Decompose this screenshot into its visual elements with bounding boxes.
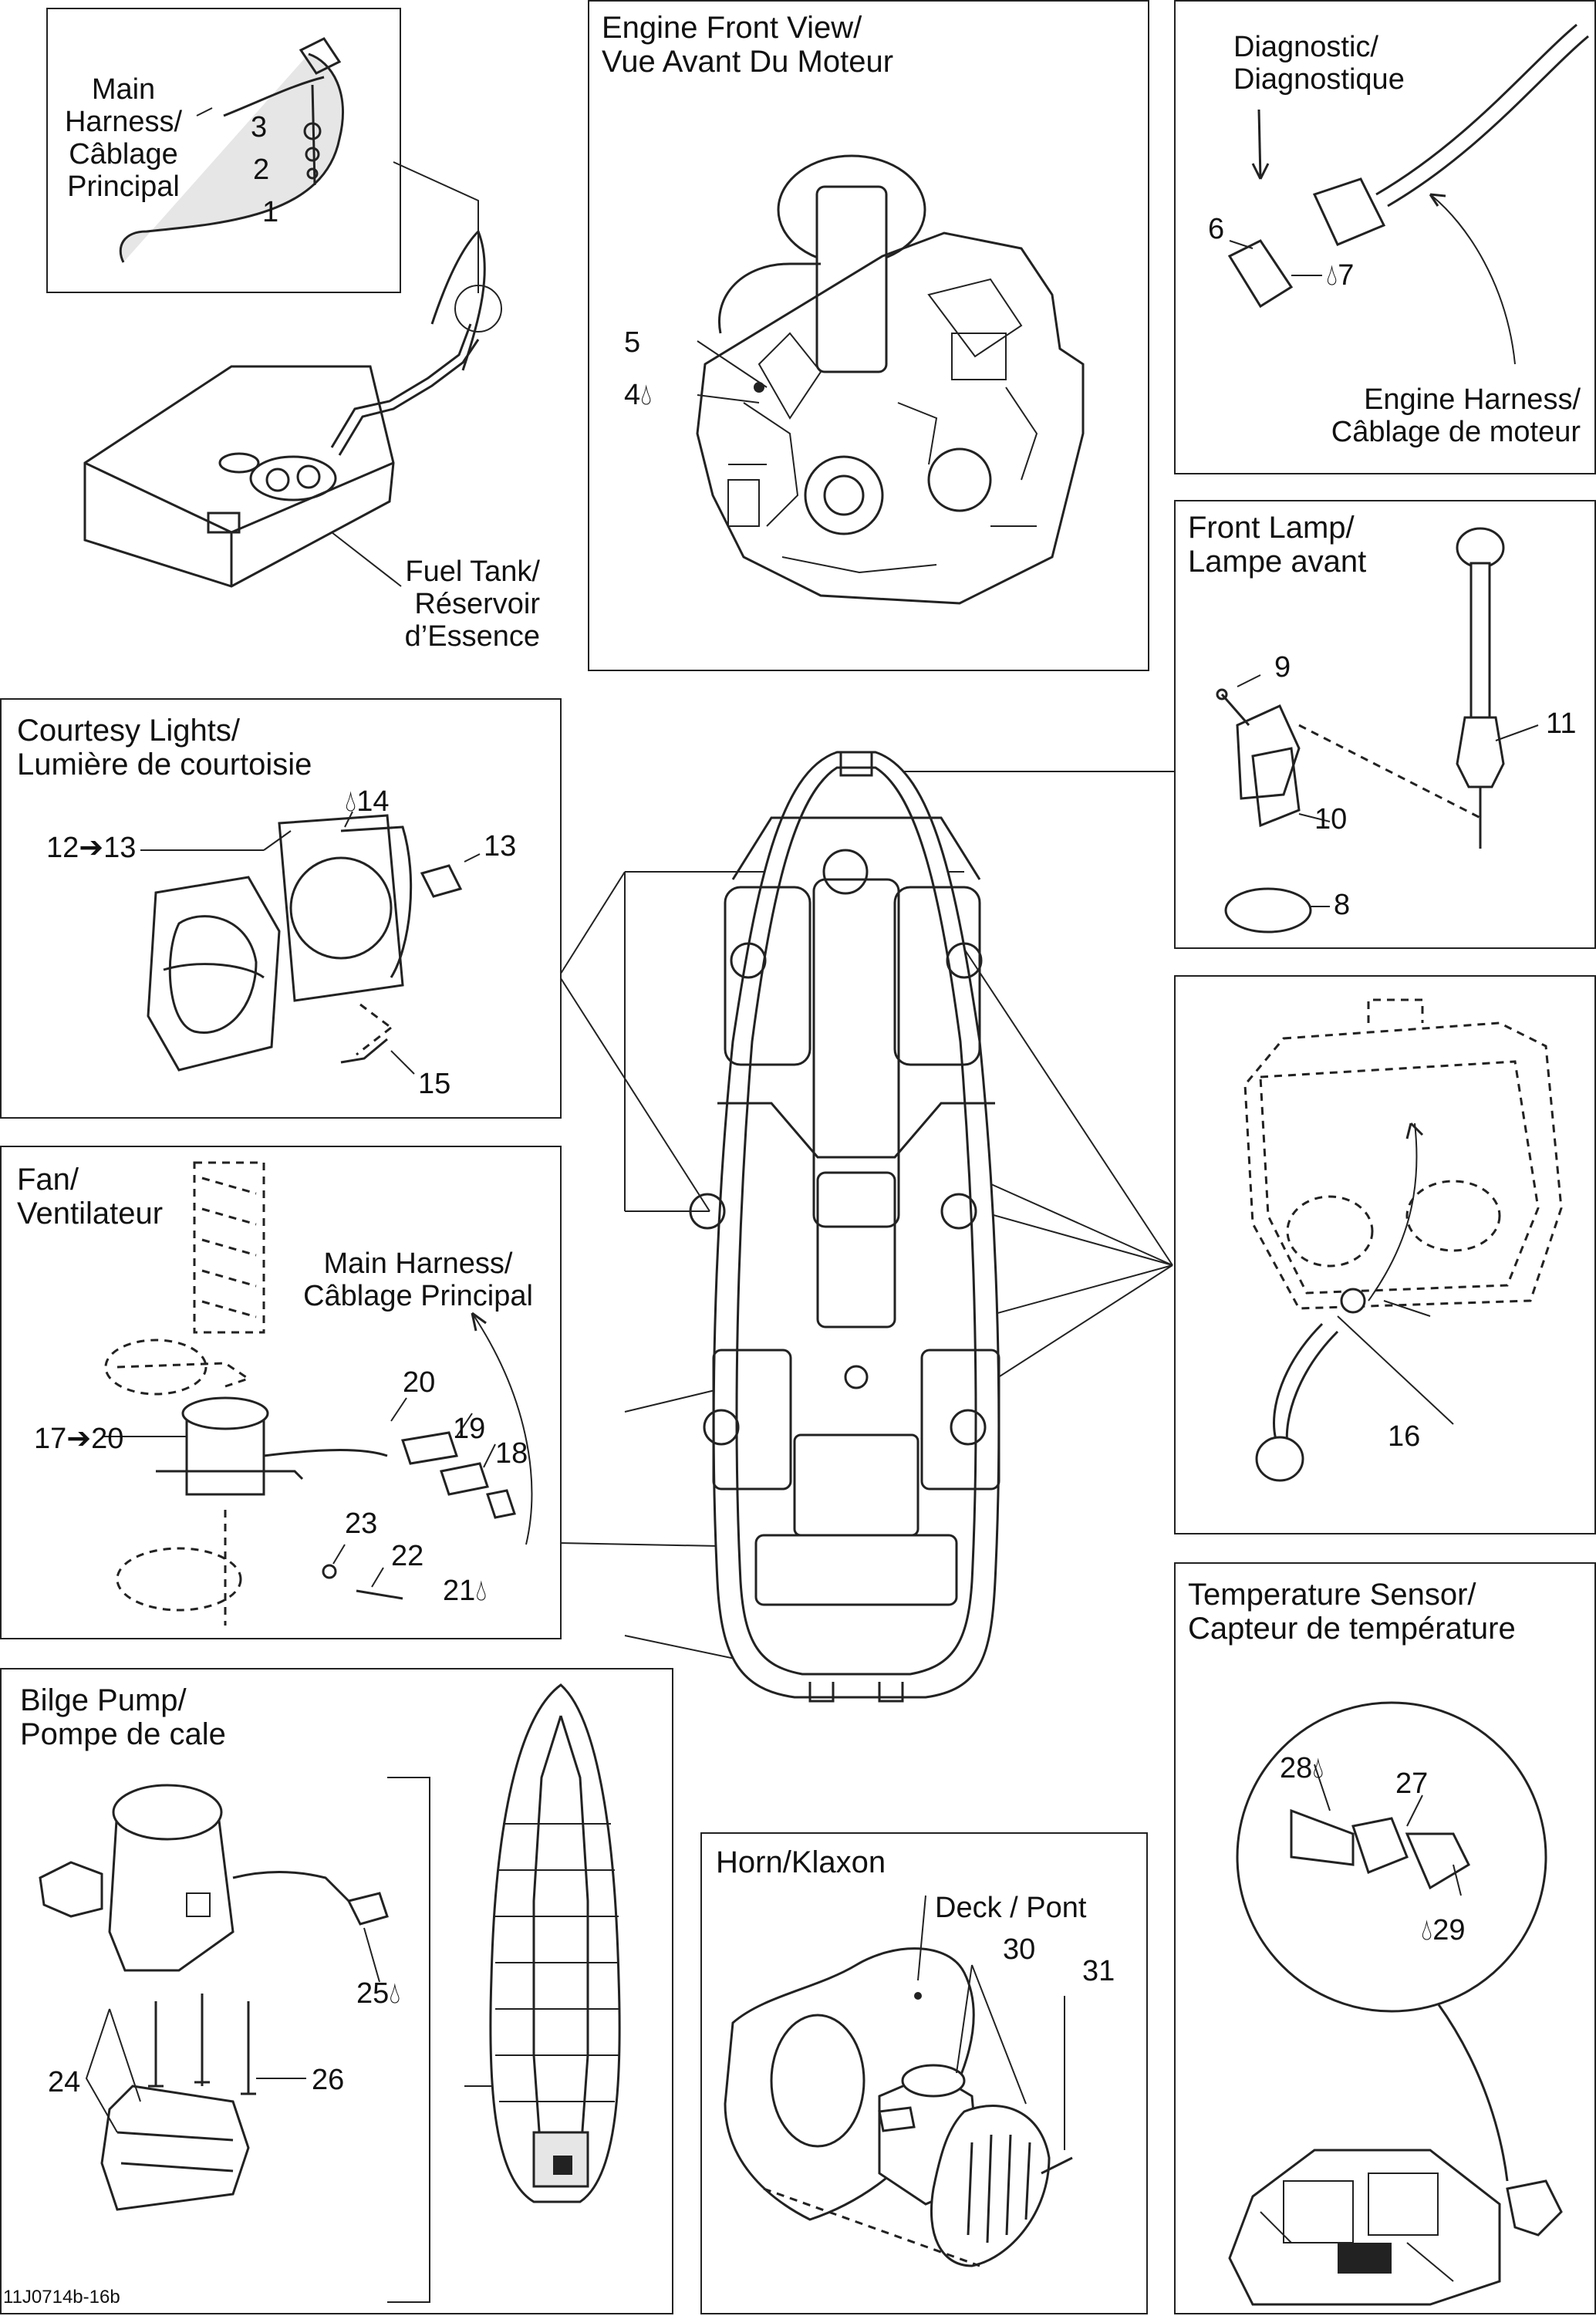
callout-9: 9: [1274, 651, 1291, 684]
callout-4: 4💧︎: [624, 380, 652, 410]
callout-31: 31: [1082, 1955, 1115, 1987]
diagnostic-artwork: [1227, 23, 1589, 365]
cap-sensor-artwork: [1243, 998, 1563, 1482]
hull-top-view: [689, 751, 1000, 1703]
engine-harness-label: Engine Harness/ Câblage de moteur: [1331, 383, 1581, 448]
callout-1: 1: [262, 196, 279, 228]
courtesy-lights-title: Courtesy Lights/ Lumière de courtoisie: [17, 714, 312, 782]
callout-30: 30: [1003, 1933, 1036, 1966]
deck-label: Deck / Pont: [935, 1892, 1087, 1924]
fan-main-harness-label: Main Harness/ Câblage Principal: [303, 1247, 533, 1312]
callout-7-number: 7: [1338, 259, 1355, 292]
engine-front-title: Engine Front View/ Vue Avant Du Moteur: [602, 11, 894, 79]
callout-24: 24: [48, 2066, 81, 2098]
callout-5: 5: [624, 326, 641, 359]
cap-sensor-panel: 16: [1174, 975, 1596, 1534]
bilge-pump-panel: Bilge Pump/ Pompe de cale 25💧︎ 24 26: [0, 1668, 673, 2314]
front-lamp-panel: Front Lamp/ Lampe avant 9 11 10 8: [1174, 500, 1596, 949]
fuel-tank-label: Fuel Tank/ Réservoir d’Essence: [404, 555, 540, 653]
bilge-pump-title: Bilge Pump/ Pompe de cale: [20, 1683, 226, 1751]
temperature-sensor-title: Temperature Sensor/ Capteur de températu…: [1188, 1578, 1516, 1646]
front-lamp-title: Front Lamp/ Lampe avant: [1188, 511, 1367, 579]
diagnostic-panel: Diagnostic/ Diagnostique Engine Harness/…: [1174, 0, 1596, 474]
fuel-main-harness-label: Main Harness/ Câblage Principal: [64, 73, 183, 203]
callout-22: 22: [391, 1540, 424, 1572]
callout-19: 19: [453, 1413, 486, 1445]
oil-drop-icon: 💧︎: [1312, 1752, 1324, 1784]
callout-14: 💧︎14: [345, 786, 389, 817]
callout-14-number: 14: [356, 785, 390, 818]
engine-front-panel: Engine Front View/ Vue Avant Du Moteur 5…: [588, 0, 1149, 671]
callout-25-number: 25: [356, 1977, 390, 2010]
callout-21: 21💧︎: [443, 1575, 487, 1606]
oil-drop-icon: 💧︎: [1326, 259, 1338, 292]
callout-16: 16: [1388, 1420, 1421, 1453]
callout-17-20: 17➔20: [34, 1423, 124, 1455]
oil-drop-icon: 💧︎: [389, 1977, 401, 2010]
horn-artwork: [724, 1895, 1073, 2267]
oil-drop-icon: 💧︎: [1421, 1914, 1433, 1946]
fan-panel: Fan/ Ventilateur Main Harness/ Câblage P…: [0, 1146, 562, 1639]
callout-10: 10: [1314, 803, 1348, 836]
fan-title: Fan/ Ventilateur: [17, 1163, 164, 1231]
fan-artwork: [102, 1161, 533, 1626]
callout-3: 3: [251, 111, 268, 143]
callout-2: 2: [253, 154, 270, 186]
callout-27: 27: [1395, 1767, 1429, 1800]
bilge-pump-artwork: [39, 1683, 621, 2303]
horn-panel: Horn/Klaxon Deck / Pont 30 31: [700, 1832, 1148, 2314]
temperature-sensor-panel: Temperature Sensor/ Capteur de températu…: [1174, 1562, 1596, 2314]
oil-drop-icon: 💧︎: [640, 379, 653, 411]
callout-15: 15: [418, 1068, 451, 1100]
oil-drop-icon: 💧︎: [345, 785, 357, 818]
callout-4-number: 4: [624, 379, 641, 411]
callout-23: 23: [345, 1507, 378, 1540]
callout-12-13: 12➔13: [46, 832, 137, 864]
courtesy-lights-artwork: [140, 811, 481, 1075]
figure-id: 11J0714b-16b: [3, 2287, 120, 2308]
callout-25: 25💧︎: [356, 1978, 400, 2009]
diagnostic-label: Diagnostic/ Diagnostique: [1233, 31, 1405, 96]
callout-7: 💧︎7: [1326, 260, 1354, 291]
courtesy-lights-panel: Courtesy Lights/ Lumière de courtoisie 💧…: [0, 698, 562, 1119]
temperature-sensor-artwork: [1228, 1701, 1563, 2306]
oil-drop-icon: 💧︎: [475, 1575, 488, 1607]
engine-artwork: [696, 154, 1085, 605]
callout-29: 💧︎29: [1421, 1915, 1465, 1946]
callout-11: 11: [1546, 707, 1577, 740]
callout-6: 6: [1208, 213, 1225, 245]
callout-28-number: 28: [1280, 1752, 1313, 1784]
front-lamp-artwork: [1216, 527, 1539, 933]
callout-20-top: 20: [403, 1366, 436, 1399]
callout-18: 18: [495, 1437, 528, 1470]
horn-title: Horn/Klaxon: [716, 1845, 886, 1879]
callout-21-number: 21: [443, 1575, 476, 1607]
callout-8: 8: [1334, 889, 1351, 921]
callout-28: 28💧︎: [1280, 1753, 1324, 1784]
callout-29-number: 29: [1432, 1914, 1466, 1946]
callout-26: 26: [312, 2064, 345, 2096]
callout-13: 13: [484, 830, 517, 863]
